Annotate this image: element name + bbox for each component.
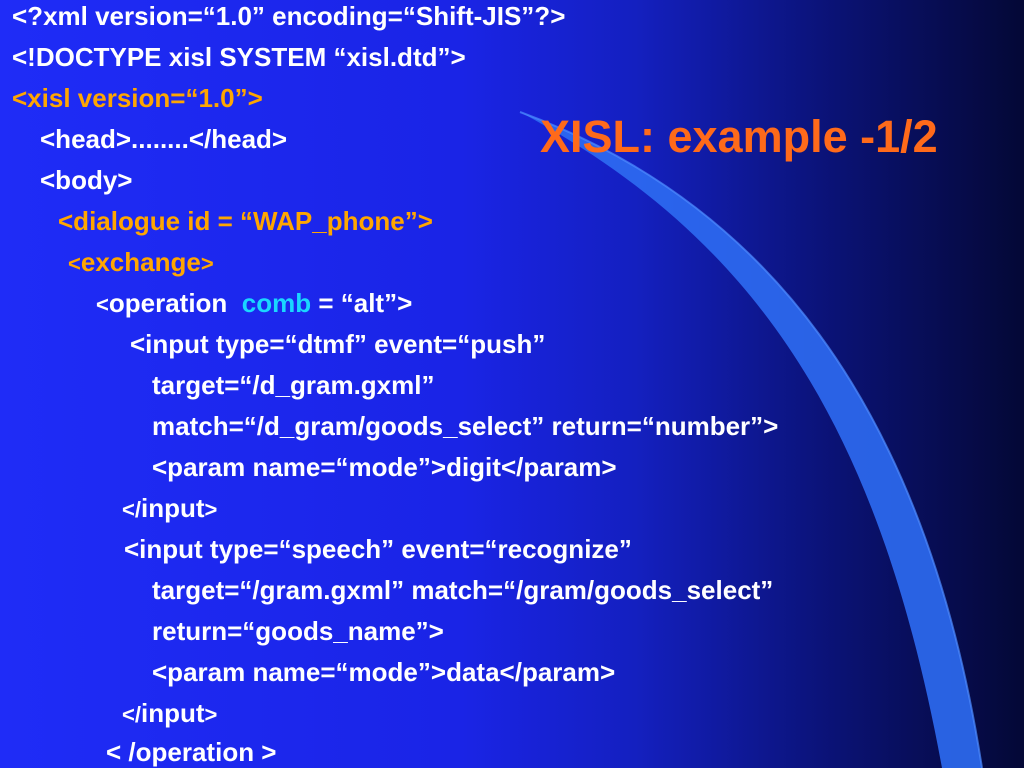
code-line-input-close-1: </input> — [122, 492, 217, 526]
code-line-dtmf-match: match=“/d_gram/goods_select” return=“num… — [152, 411, 779, 441]
operation-open-bracket: < — [96, 292, 109, 317]
code-line-input-speech-open: <input type=“speech” event=“recognize” — [124, 534, 632, 564]
input-close-2-close-bracket: > — [204, 702, 218, 727]
operation-comb-value: = “alt”> — [311, 288, 413, 318]
code-line-operation-open: <operation comb = “alt”> — [96, 287, 412, 321]
code-line-speech-target-match: target=“/gram.gxml” match=“/gram/goods_s… — [152, 575, 774, 605]
input-close-1-close-bracket: > — [204, 497, 218, 522]
code-line-dialogue-open: <dialogue id = “WAP_phone”> — [58, 206, 433, 236]
code-line-body-open: <body> — [40, 165, 133, 195]
code-line-input-dtmf-open: <input type=“dtmf” event=“push” — [130, 329, 546, 359]
operation-comb-attribute: comb — [241, 288, 312, 318]
code-line-speech-param: <param name=“mode”>data</param> — [152, 657, 616, 687]
code-line-input-close-2: </input> — [122, 697, 217, 731]
code-line-dtmf-target: target=“/d_gram.gxml” — [152, 370, 435, 400]
code-line-exchange-open: <exchange> — [68, 246, 214, 280]
code-line-head: <head>........</head> — [40, 124, 288, 154]
code-line-xisl-open: <xisl version=“1.0”> — [12, 83, 263, 113]
code-line-speech-return: return=“goods_name”> — [152, 616, 444, 646]
input-close-1-open-bracket: </ — [122, 497, 141, 522]
swoosh-band — [520, 112, 982, 768]
exchange-tag: exchange — [80, 247, 201, 277]
code-line-doctype: <!DOCTYPE xisl SYSTEM “xisl.dtd”> — [12, 42, 466, 72]
code-line-xml-declaration: <?xml version=“1.0” encoding=“Shift-JIS”… — [12, 1, 566, 31]
exchange-open-bracket: < — [68, 251, 81, 276]
input-close-1-tag: input — [140, 493, 205, 523]
slide-title: XISL: example -1/2 — [540, 111, 938, 162]
input-close-2-tag: input — [140, 698, 205, 728]
exchange-close-bracket: > — [200, 251, 214, 276]
swoosh-edge — [519, 111, 983, 768]
input-close-2-open-bracket: </ — [122, 702, 141, 727]
code-line-dtmf-param: <param name=“mode”>digit</param> — [152, 452, 617, 482]
operation-tag: operation — [108, 288, 228, 318]
code-line-operation-close: < /operation > — [106, 737, 277, 767]
